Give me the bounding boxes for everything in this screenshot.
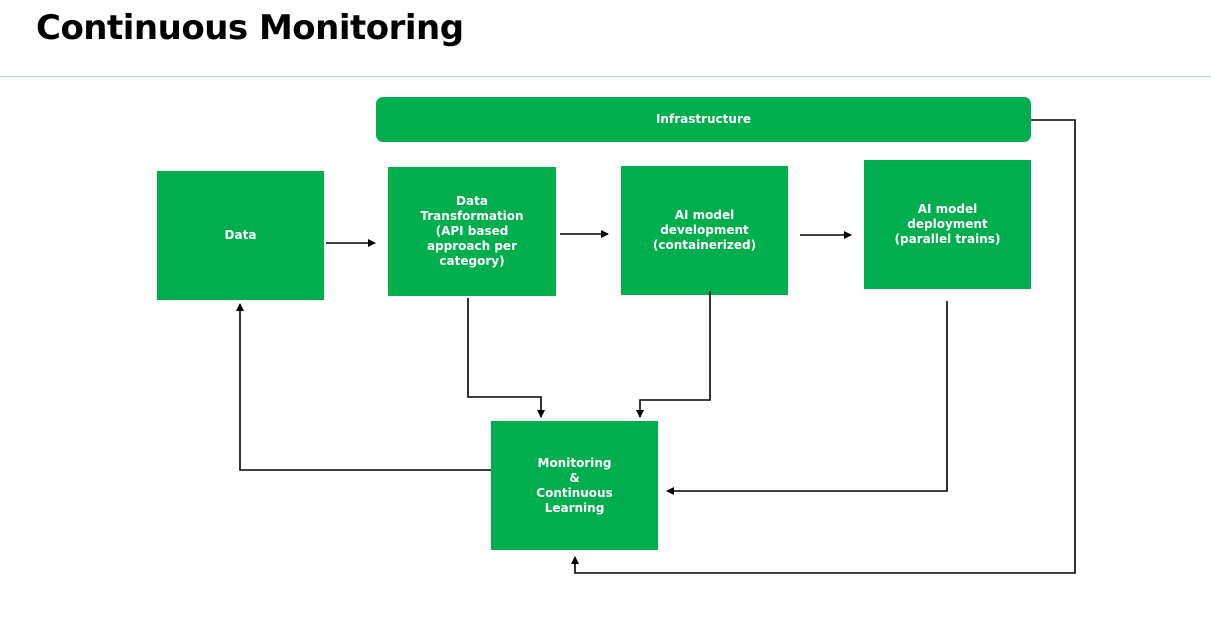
arrow-infrastructure-to-monitoring: [571, 119, 1076, 574]
infrastructure-box: Infrastructure: [376, 97, 1031, 142]
data-label: Data: [224, 228, 257, 242]
ai-model-development-label: AI model development (containerized): [652, 208, 757, 252]
arrow-deployment-to-monitoring: [666, 301, 948, 495]
monitoring-label: Monitoring & Continuous Learning: [536, 455, 613, 515]
ai-model-development-box: AI model development (containerized): [621, 166, 788, 295]
ai-model-deployment-label: AI model deployment (parallel trains): [894, 202, 1001, 246]
infrastructure-label: Infrastructure: [655, 112, 752, 126]
monitoring-box: Monitoring & Continuous Learning: [491, 421, 658, 550]
data-box: Data: [157, 171, 324, 300]
arrow-monitoring-to-data: [236, 303, 491, 471]
data-transformation-box: Data Transformation (API based approach …: [388, 167, 556, 296]
arrow-transformation-to-monitoring: [467, 298, 545, 418]
data-transformation-label: Data Transformation (API based approach …: [420, 194, 524, 268]
arrow-development-to-monitoring: [636, 291, 711, 418]
ai-model-deployment-box: AI model deployment (parallel trains): [864, 160, 1031, 289]
title-divider: [0, 76, 1211, 77]
page-title: Continuous Monitoring: [36, 8, 464, 48]
